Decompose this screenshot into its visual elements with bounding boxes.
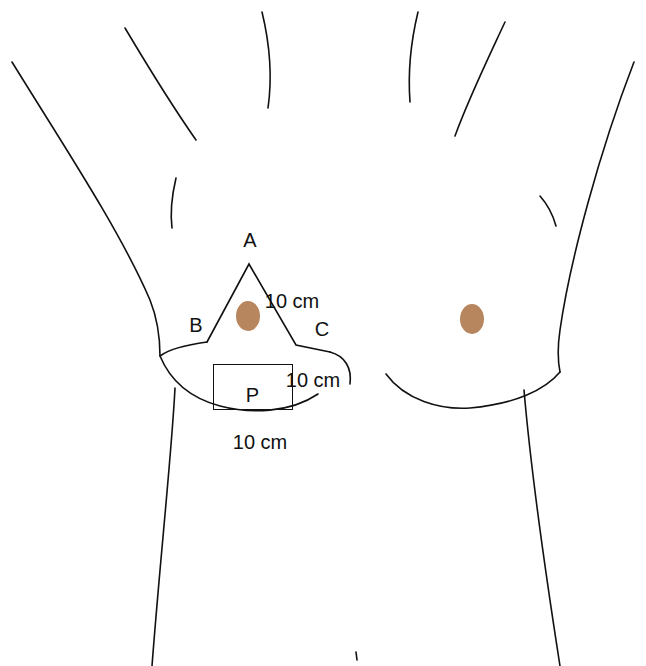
- arm-line: [125, 28, 196, 140]
- left-torso-side: [152, 388, 175, 666]
- neck-line: [262, 12, 270, 108]
- axilla-line: [540, 196, 556, 226]
- axilla-line: [171, 178, 176, 228]
- neck-line: [409, 12, 418, 102]
- left-arm-contour: [12, 62, 160, 356]
- square-label: P: [246, 385, 259, 405]
- right-arm-contour: [558, 62, 634, 372]
- breast-contour: [386, 372, 560, 408]
- point-label: A: [243, 230, 256, 250]
- nipple: [460, 304, 484, 334]
- dimension-label: 10 cm: [265, 291, 319, 311]
- navel-mark: [356, 652, 357, 660]
- right-torso-side: [524, 390, 560, 666]
- flap-triangle: [207, 264, 330, 352]
- dimension-label: 10 cm: [233, 432, 287, 452]
- dimension-label: 10 cm: [286, 370, 340, 390]
- arm-line: [455, 22, 505, 136]
- flap-square: P: [213, 364, 293, 410]
- nipple: [236, 301, 260, 331]
- point-label: B: [189, 315, 202, 335]
- point-label: C: [315, 319, 329, 339]
